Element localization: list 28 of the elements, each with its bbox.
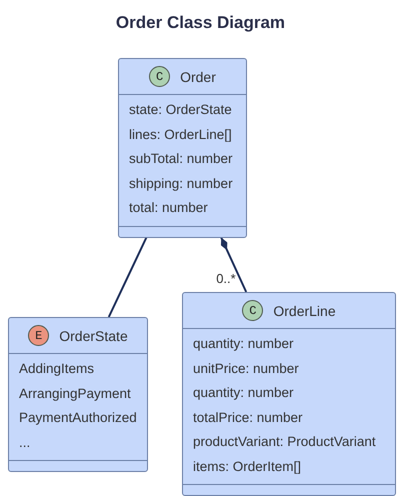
class-member: subTotal: number <box>128 150 234 168</box>
class-member: quantity: number <box>192 335 295 353</box>
stereotype-badge: E <box>28 325 50 346</box>
class-member: total: number <box>128 199 209 217</box>
class-box <box>8 317 148 472</box>
class-member: totalPrice: number <box>192 408 304 426</box>
class-member: PaymentAuthorized <box>18 409 138 427</box>
stereotype-badge: C <box>149 66 170 87</box>
diagram-title: Order Class Diagram <box>114 13 286 33</box>
class-member: ArrangingPayment <box>18 384 132 403</box>
class-name: OrderLine <box>273 302 336 318</box>
class-member: unitPrice: number <box>192 360 300 378</box>
class-member: state: OrderState <box>128 101 233 119</box>
composition-line <box>220 237 248 292</box>
association-line <box>108 237 148 318</box>
class-name: Order <box>180 68 216 84</box>
class-box <box>182 292 396 496</box>
class-member: AddingItems <box>18 360 96 378</box>
class-name: OrderState <box>59 328 128 344</box>
class-member: ... <box>18 434 32 452</box>
class-box <box>118 58 247 238</box>
class-member: shipping: number <box>128 174 234 193</box>
class-member: quantity: number <box>192 384 295 402</box>
stereotype-badge: C <box>242 300 264 321</box>
multiplicity-label: 0..* <box>216 272 236 286</box>
class-member: lines: OrderLine[] <box>128 126 233 144</box>
class-member: productVariant: ProductVariant <box>192 433 377 451</box>
class-member: items: OrderItem[] <box>192 458 302 476</box>
